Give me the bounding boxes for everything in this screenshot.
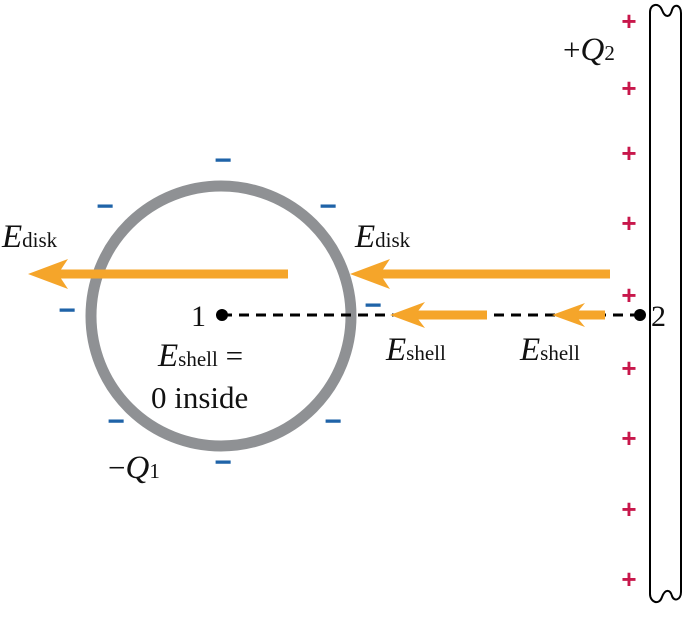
shell-inside-label: Eshell = [157, 338, 243, 374]
e-disk-label-right: Edisk [354, 219, 411, 255]
negative-charge: − [319, 190, 337, 223]
positive-charge: + [621, 494, 636, 524]
point-1-label: 1 [191, 300, 206, 333]
e-shell-label-right: Eshell [519, 332, 580, 368]
positive-charge: + [621, 353, 636, 383]
negative-charge: − [214, 144, 232, 177]
point-2-label: 2 [651, 300, 666, 333]
positive-charge: + [621, 564, 636, 594]
negative-charge: − [214, 446, 232, 479]
e-disk-label-left: Edisk [1, 219, 58, 255]
negative-charge: − [324, 405, 342, 438]
positive-charge: + [621, 6, 636, 36]
e-disk-arrow-right [350, 259, 610, 289]
positive-charge: + [621, 280, 636, 310]
e-disk-arrow-left [28, 259, 288, 289]
negative-charge: − [58, 294, 76, 327]
point-2-dot [634, 309, 646, 321]
charged-disk-edge [649, 4, 682, 604]
e-shell-arrow-mid [390, 302, 487, 328]
negative-charge: − [107, 405, 125, 438]
positive-charge: + [621, 138, 636, 168]
negative-charge: − [96, 190, 114, 223]
positive-charge: + [621, 423, 636, 453]
disk-charge-label: +Q2 [563, 32, 615, 68]
point-1-dot [216, 309, 228, 321]
e-shell-arrow-right [552, 303, 605, 327]
shell-inside-label-line2: 0 inside [151, 380, 248, 415]
positive-charge: + [621, 208, 636, 238]
e-shell-label-mid: Eshell [385, 332, 446, 368]
negative-charge: − [364, 289, 382, 322]
shell-charge-label: −Q1 [108, 450, 160, 486]
positive-charge: + [621, 73, 636, 103]
